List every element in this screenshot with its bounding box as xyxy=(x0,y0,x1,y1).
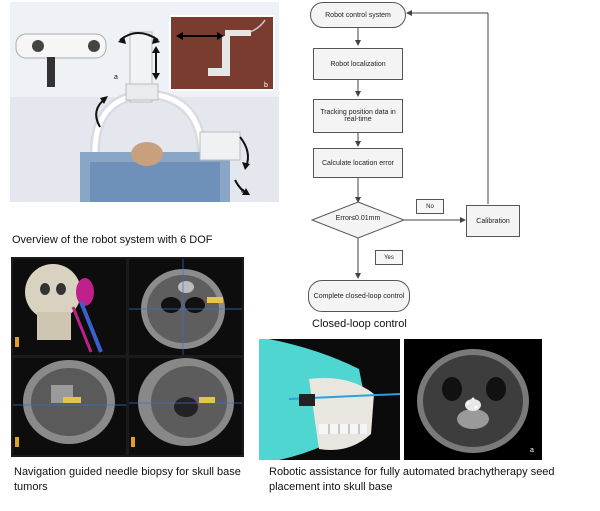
flow-decision-label: Error≤0.01mm xyxy=(335,215,381,222)
flow-calibration: Calibration xyxy=(466,205,520,237)
ct-seed-illustration xyxy=(404,339,542,460)
closed-loop-caption: Closed-loop control xyxy=(312,318,407,330)
robot-system-photo: a b c xyxy=(10,2,279,202)
flow-tracking-position: Tracking position data in real-time xyxy=(313,99,403,133)
panel-label-a: a xyxy=(114,74,118,81)
flow-no-label: No xyxy=(416,199,444,214)
navigation-ct-grid xyxy=(11,257,244,457)
panel-label-c: c xyxy=(241,188,245,195)
flow-robot-control-system: Robot control system xyxy=(310,2,406,28)
overview-caption: Overview of the robot system with 6 DOF xyxy=(12,234,213,246)
robot-system-illustration xyxy=(10,2,279,202)
decision-diamond xyxy=(310,201,406,239)
skull-mesh-illustration xyxy=(259,339,400,460)
skull-mesh-image xyxy=(259,339,400,460)
flowchart-connectors xyxy=(310,10,489,279)
flow-yes-label: Yes xyxy=(375,250,403,265)
flow-complete: Complete closed-loop control xyxy=(308,280,410,312)
navigation-ct-illustration xyxy=(11,257,244,457)
panel-label-b: b xyxy=(264,82,268,89)
robotic-caption: Robotic assistance for fully automated b… xyxy=(269,466,555,493)
flow-robot-localization: Robot localization xyxy=(313,48,403,80)
navigation-caption: Navigation guided needle biopsy for skul… xyxy=(14,466,241,493)
ct-panel-label: a xyxy=(530,447,534,454)
ct-seed-image: a xyxy=(404,339,542,460)
flow-calculate-error: Calculate location error xyxy=(313,148,403,178)
